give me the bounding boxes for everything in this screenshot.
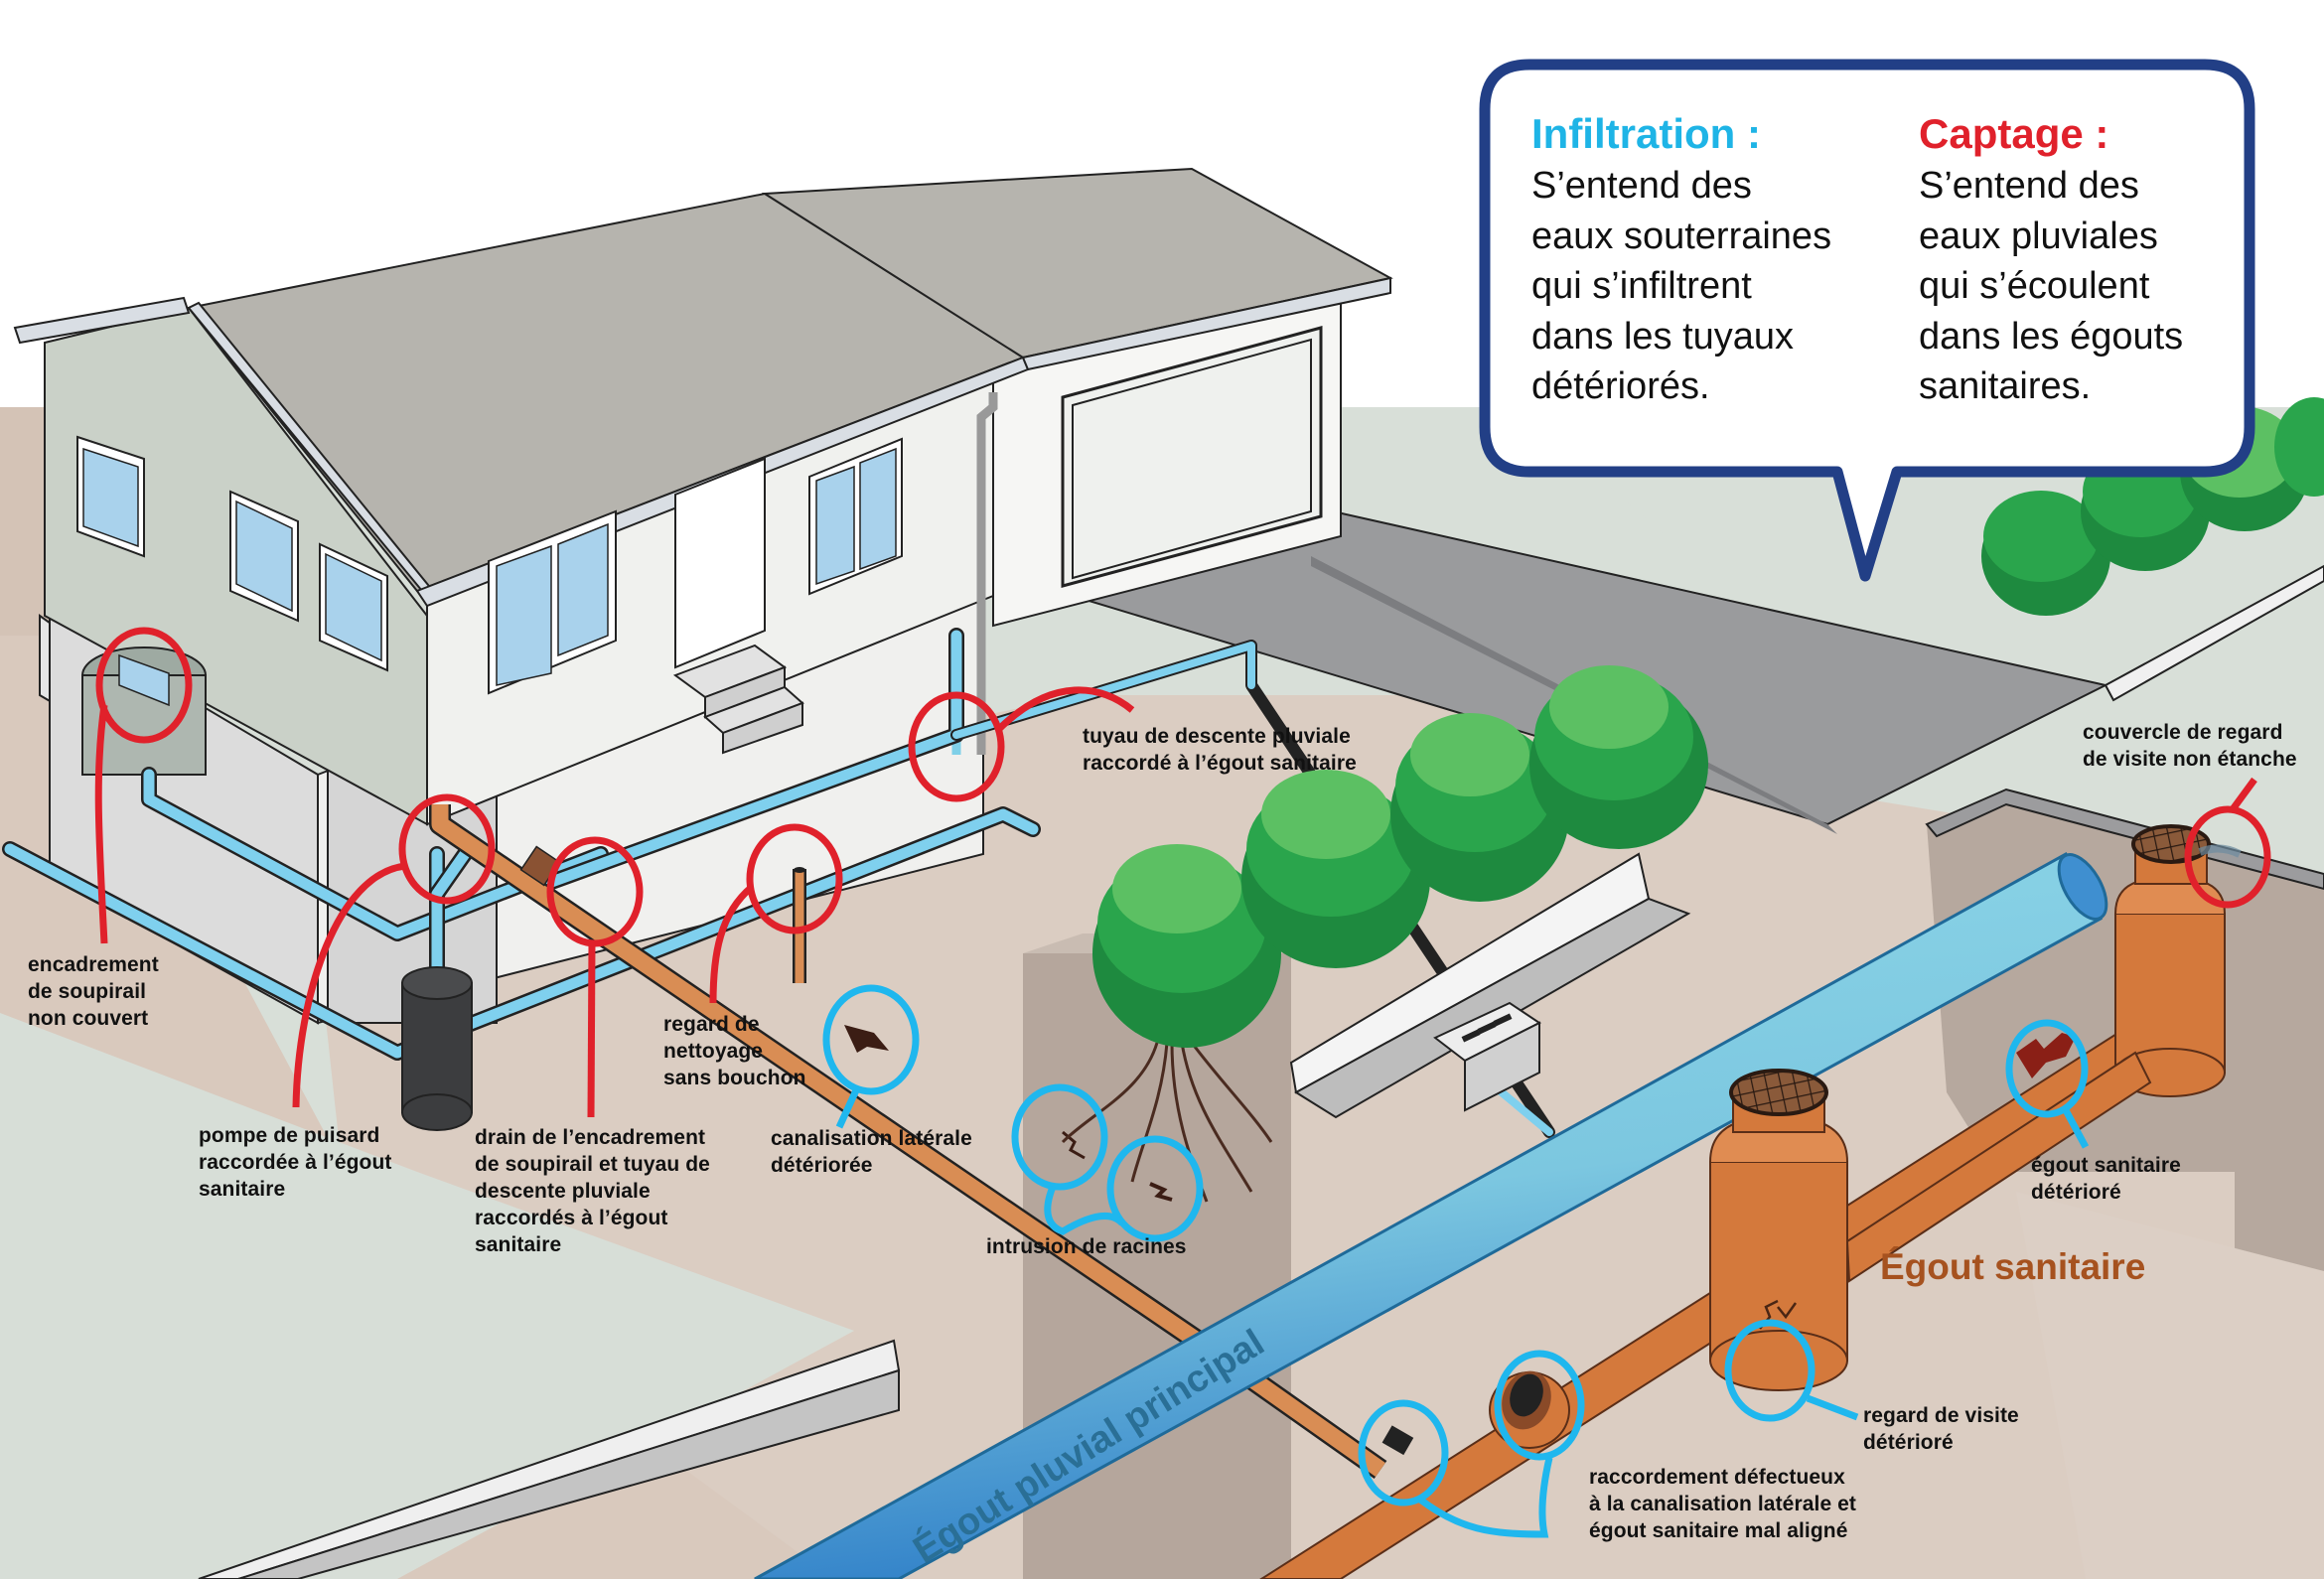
definition-bubble	[1479, 59, 2255, 582]
street-curb	[1289, 788, 2324, 1119]
label-window-drain: drain de l’encadrement de soupirail et t…	[475, 1126, 710, 1256]
label-manhole-cover: couvercle de regard de visite non étanch…	[2083, 721, 2297, 771]
sanitary-sewer-main	[1259, 824, 2242, 1579]
captage-markers	[94, 627, 2271, 1118]
sump-pump	[401, 966, 473, 1131]
ring-window-drain	[546, 836, 644, 947]
leader-manhole-cover	[2230, 777, 2257, 812]
bush-2	[1241, 770, 1430, 968]
label-downspout: tuyau de descente pluviale raccordé à l’…	[1083, 725, 1357, 775]
ring-window-well	[95, 627, 193, 744]
label-sump-pump: pompe de puisard raccordée à l’égout san…	[199, 1124, 392, 1201]
lateral-sanitary-pipe	[429, 804, 1414, 1479]
label-sewer-damaged: égout sanitaire détérioré	[2031, 1154, 2181, 1204]
ring-cleanout	[746, 823, 843, 934]
bush-4	[1529, 665, 1708, 849]
leader-downspout	[995, 686, 1135, 733]
ring-sump-pump	[398, 793, 496, 905]
bushes	[1061, 397, 2324, 1203]
ring-root-1	[1011, 1083, 1108, 1191]
catch-basin-grate	[1461, 1013, 1513, 1043]
leader-sump-pump	[292, 862, 406, 1108]
ring-lateral-damaged	[822, 984, 920, 1095]
label-cleanout: regard de nettoyage sans bouchon	[663, 1013, 806, 1089]
label-window-well: encadrement de soupirail non couvert	[28, 953, 159, 1030]
captage-definition: S’entend des eaux pluviales qui s’écoule…	[1919, 165, 2184, 407]
storm-sewer-main	[754, 851, 2108, 1579]
bush-3	[1390, 713, 1569, 902]
ring-downspout	[908, 691, 1005, 802]
ring-bad-main	[1494, 1350, 1585, 1461]
sanitary-main-label: Égout sanitaire	[1880, 1246, 2146, 1287]
leader-bad-connection	[1417, 1457, 1553, 1538]
captage-title: Captage :	[1919, 110, 2109, 157]
label-bad-connection: raccordement défectueux à la canalisatio…	[1589, 1466, 1857, 1542]
leader-cleanout	[709, 884, 755, 1004]
infiltration-definition: S’entend des eaux souterraines qui s’inf…	[1531, 165, 1832, 407]
leader-sewer-damaged	[2062, 1108, 2090, 1149]
ring-manhole-damaged	[1724, 1319, 1816, 1422]
ring-manhole-cover	[2184, 805, 2271, 909]
label-lateral-damaged: canalisation latérale détériorée	[771, 1127, 972, 1177]
ring-sewer-damaged	[2005, 1019, 2089, 1118]
infiltration-title: Infiltration :	[1531, 110, 1761, 157]
label-manhole-damaged: regard de visite détérioré	[1863, 1404, 2019, 1454]
bush-1	[1092, 844, 1281, 1048]
ring-bad-lateral	[1358, 1399, 1449, 1507]
leader-root-intrusion	[1044, 1185, 1125, 1235]
infiltration-markers	[822, 984, 2090, 1538]
leader-lateral-damaged	[835, 1088, 860, 1129]
leader-manhole-damaged	[1806, 1394, 1859, 1421]
leader-window-drain	[587, 942, 596, 1118]
label-root-intrusion: intrusion de racines	[986, 1235, 1187, 1258]
leader-window-well	[94, 704, 108, 944]
manhole-front	[1709, 1069, 1848, 1391]
ring-root-2	[1106, 1135, 1204, 1242]
